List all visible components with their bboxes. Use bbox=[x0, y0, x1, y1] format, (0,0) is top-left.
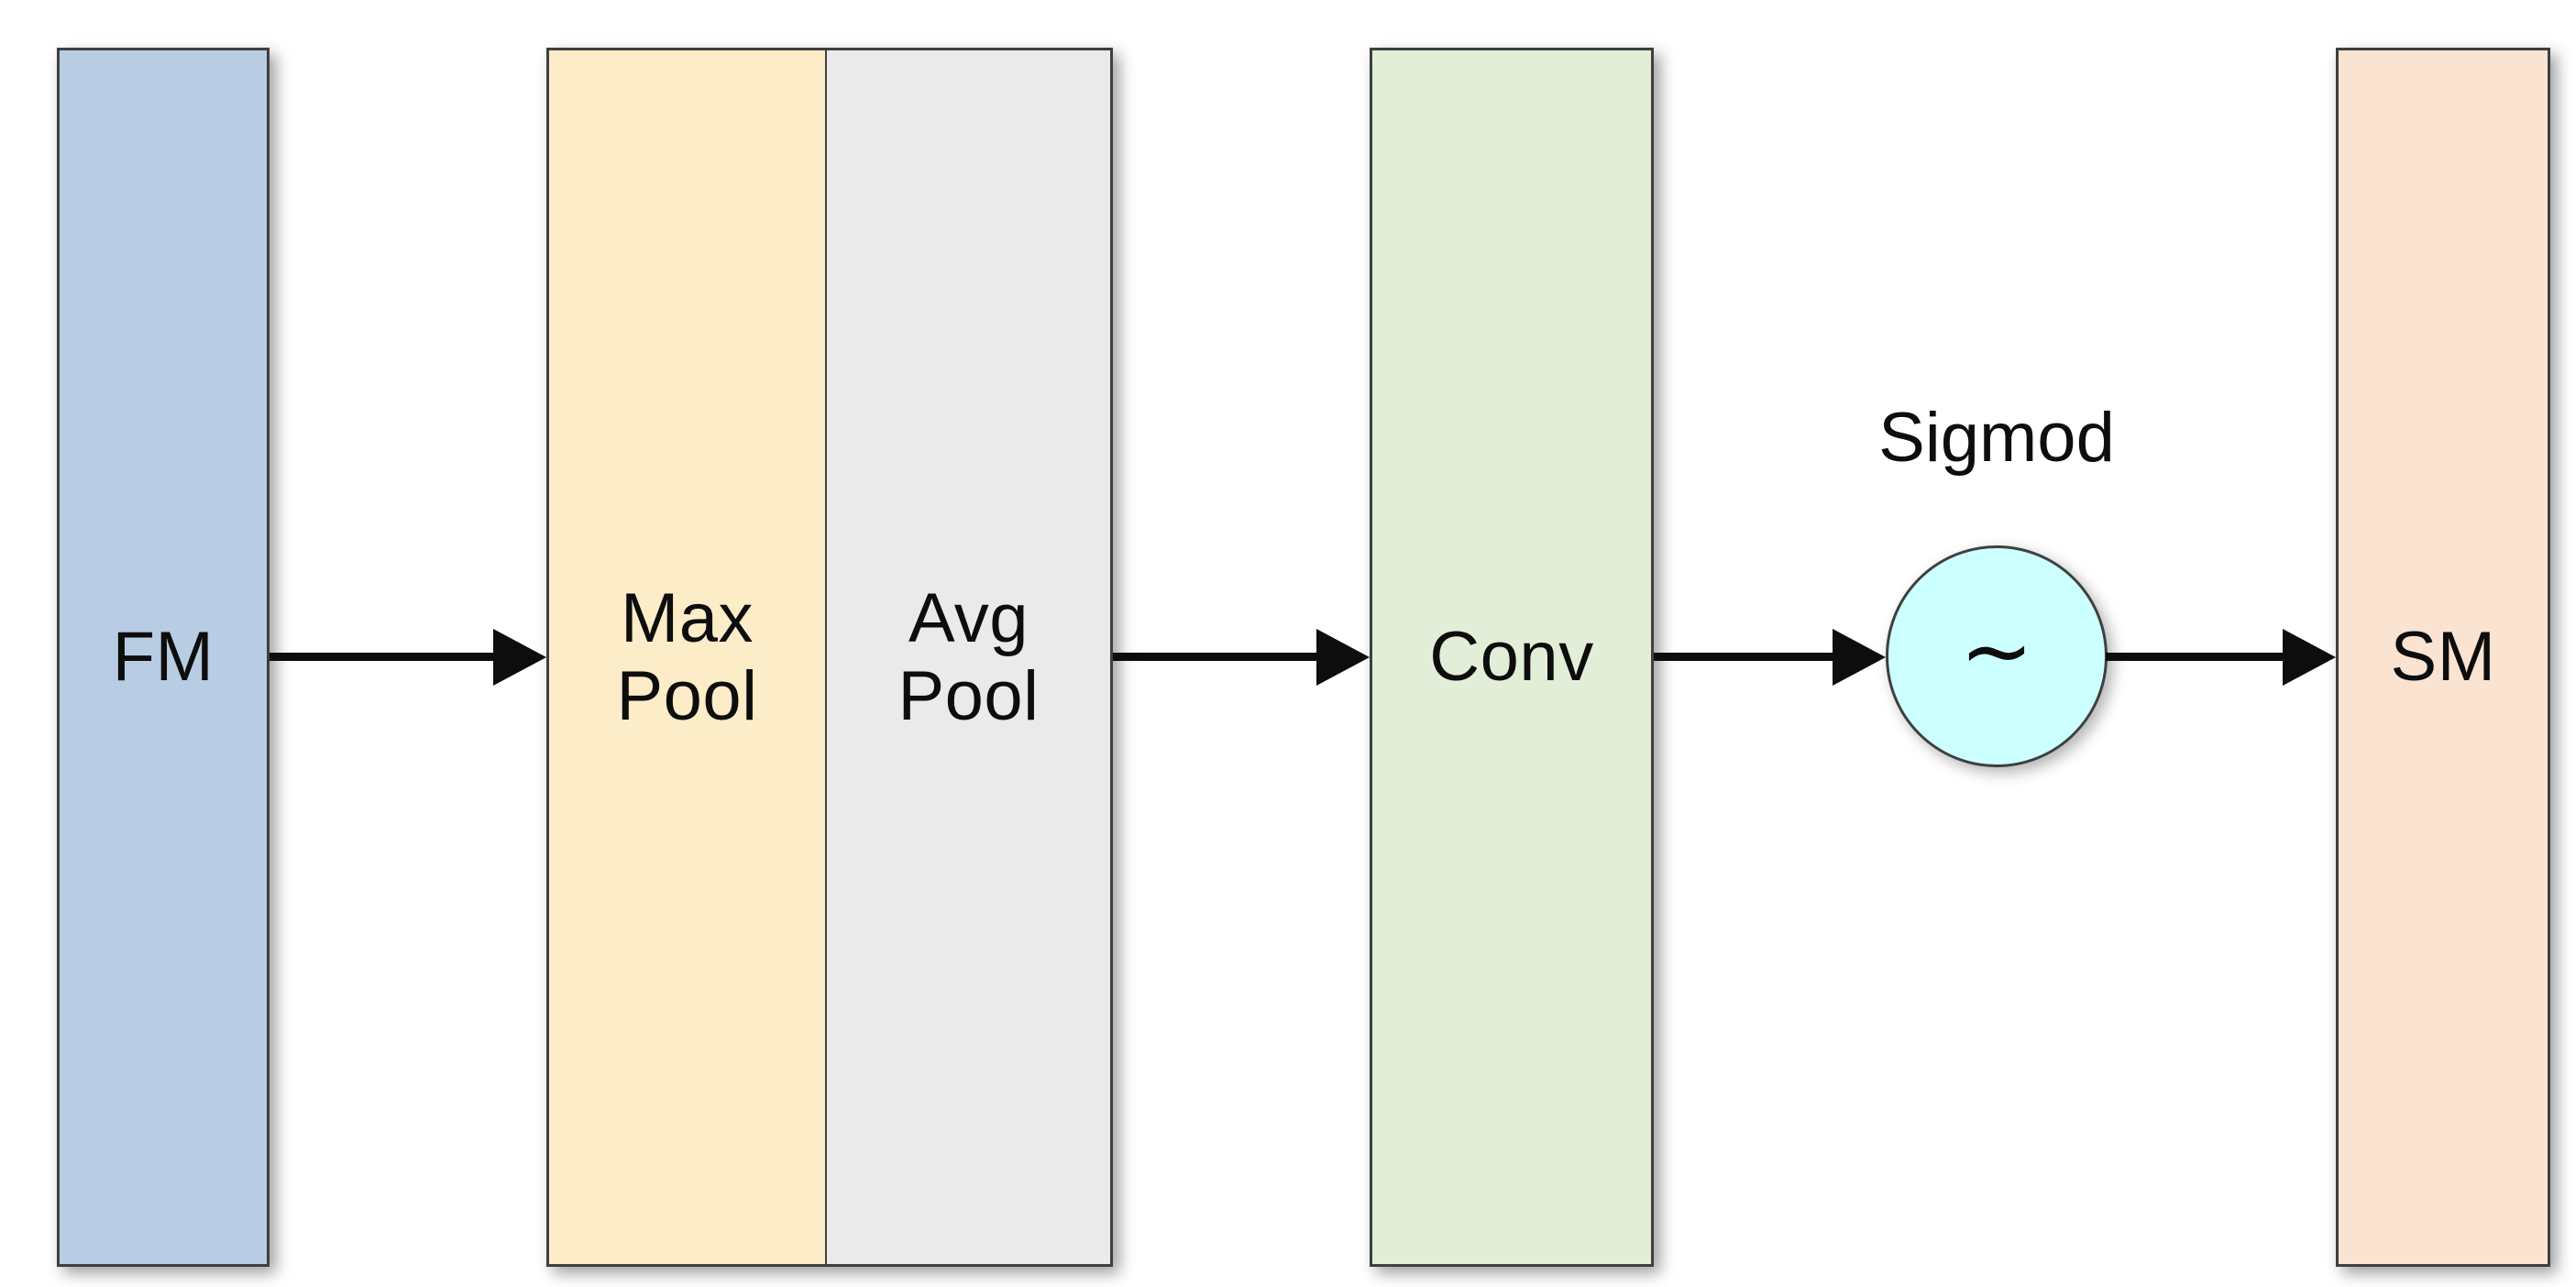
arrow-shaft bbox=[1654, 653, 1840, 661]
arrow-head-icon bbox=[493, 628, 546, 686]
block-fm[interactable]: FM bbox=[57, 48, 270, 1267]
block-fm-label: FM bbox=[112, 618, 215, 697]
arrow-head-icon bbox=[2283, 628, 2336, 686]
arrow-head-icon bbox=[1833, 628, 1886, 686]
arrow-conv-to-sigmod bbox=[1654, 628, 1886, 686]
arrow-sigmod-to-sm bbox=[2106, 628, 2336, 686]
block-sm[interactable]: SM bbox=[2336, 48, 2550, 1267]
tilde-sigmoid-icon: ~ bbox=[1959, 600, 2034, 702]
block-conv[interactable]: Conv bbox=[1370, 48, 1654, 1267]
arrow-avgpool-to-conv bbox=[1113, 628, 1370, 686]
arrow-shaft bbox=[1113, 653, 1324, 661]
arrow-shaft bbox=[270, 653, 501, 661]
block-avg-pool[interactable]: Avg Pool bbox=[825, 48, 1113, 1267]
block-sm-label: SM bbox=[2390, 618, 2496, 697]
arrow-head-icon bbox=[1316, 628, 1370, 686]
pool-block-group: Max Pool Avg Pool bbox=[546, 48, 1113, 1267]
block-max-pool-label: Max Pool bbox=[616, 578, 758, 735]
block-avg-pool-label: Avg Pool bbox=[897, 578, 1040, 735]
block-conv-label: Conv bbox=[1429, 618, 1594, 697]
arrow-fm-to-maxpool bbox=[270, 628, 546, 686]
node-sigmod[interactable]: ~ bbox=[1886, 545, 2108, 767]
block-max-pool[interactable]: Max Pool bbox=[546, 48, 827, 1267]
arrow-shaft bbox=[2106, 653, 2290, 661]
sigmod-caption: Sigmod bbox=[1878, 399, 2115, 477]
